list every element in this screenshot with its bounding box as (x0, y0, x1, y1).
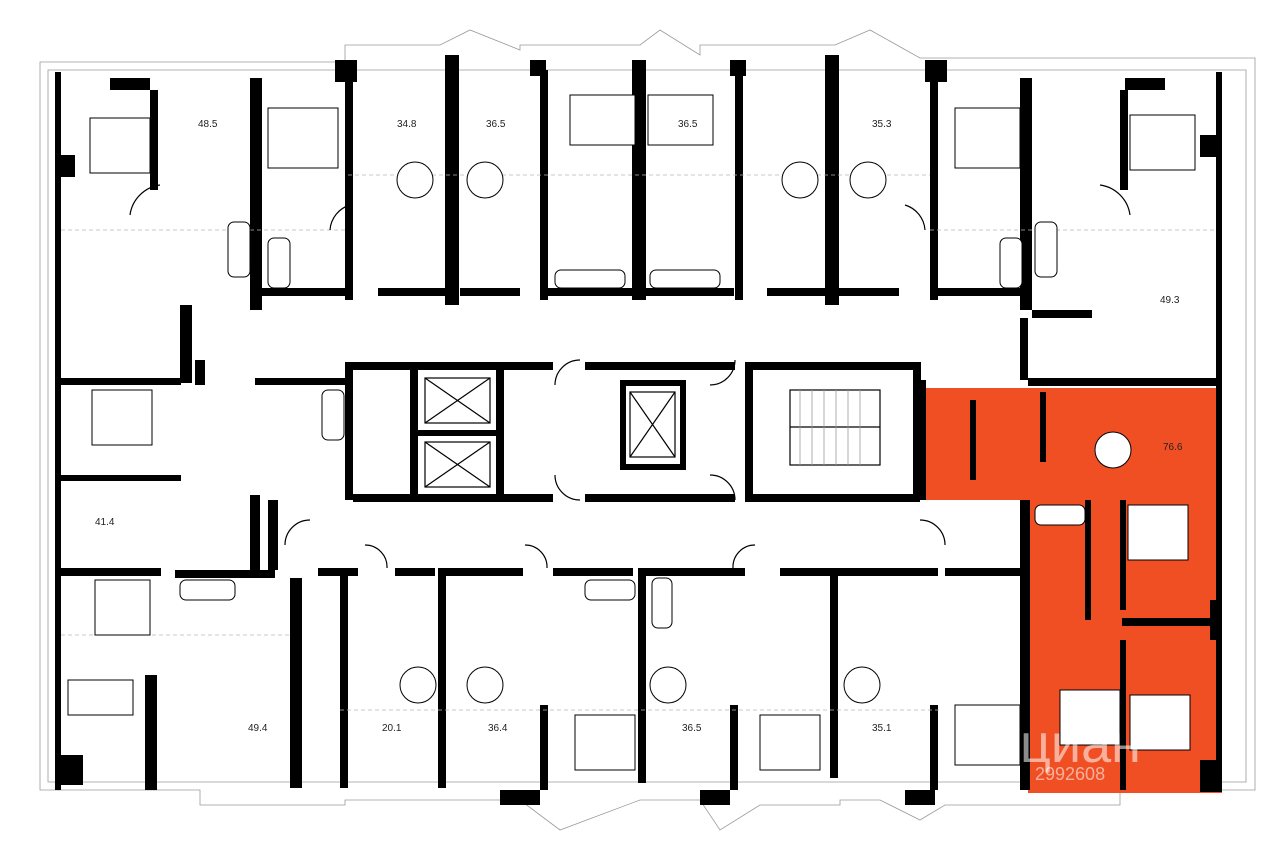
stairwell (789, 389, 881, 466)
area-label-a8: 41.4 (95, 517, 115, 528)
area-label-a5: 35.3 (872, 119, 892, 130)
area-label-a1: 48.5 (198, 119, 218, 130)
area-label-a11: 36.4 (488, 723, 508, 734)
area-label-a10: 20.1 (382, 723, 402, 734)
watermark-id: 2992608 (1035, 764, 1105, 784)
area-label-a9: 49.4 (248, 723, 268, 734)
highlighted-apartment-76-6[interactable] (921, 388, 1222, 793)
interior-details (61, 94, 1216, 771)
area-label-a3: 36.5 (486, 119, 506, 130)
area-label-a2: 34.8 (397, 119, 417, 130)
facade-outline (39, 29, 1256, 831)
walls (55, 55, 1222, 805)
area-label-a6: 49.3 (1160, 295, 1180, 306)
elevators (424, 377, 676, 488)
area-label-a4: 36.5 (678, 119, 698, 130)
area-label-a12: 36.5 (682, 723, 702, 734)
watermark-brand: циан (1020, 714, 1141, 774)
area-label-a7: 76.6 (1163, 442, 1183, 453)
watermark: циан 2992608 (1020, 714, 1141, 784)
area-label-a13: 35.1 (872, 723, 892, 734)
area-labels: 48.5 34.8 36.5 36.5 35.3 49.3 76.6 41.4 … (95, 119, 1183, 734)
